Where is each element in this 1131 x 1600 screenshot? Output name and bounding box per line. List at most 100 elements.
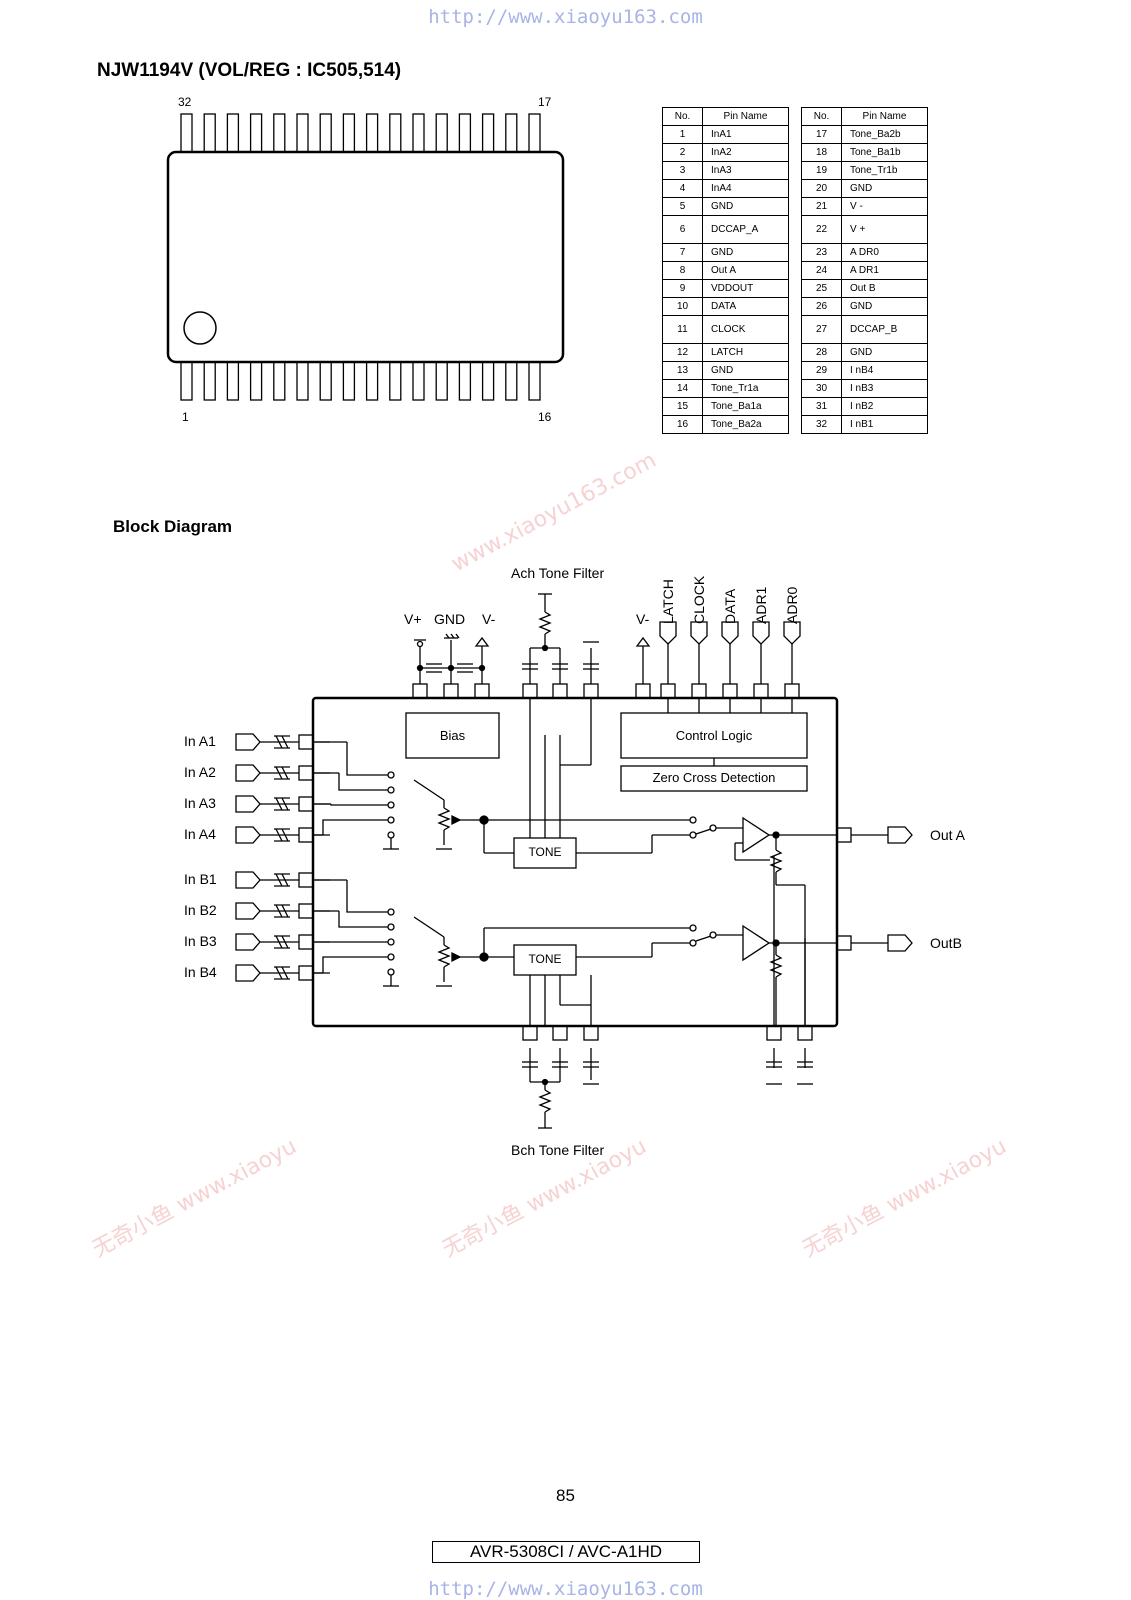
- control-logic-label: Control Logic: [675, 728, 753, 743]
- package-pin: [435, 113, 448, 153]
- bias-block: [405, 712, 500, 759]
- package-pin: [481, 361, 495, 401]
- input-pin-box: [298, 934, 314, 950]
- input-pin-box: [298, 872, 314, 888]
- input-channels: [235, 733, 452, 987]
- package-pin: [412, 113, 425, 153]
- out-a-label: Out A: [930, 827, 966, 843]
- input-label: In A3: [184, 795, 216, 811]
- ctrl-pin-arrow: [721, 621, 739, 645]
- ctrl-pin-label: ADR0: [784, 586, 800, 624]
- internal-wiring: [413, 698, 837, 1026]
- input-protection: [274, 797, 290, 811]
- package-pin: [180, 113, 193, 153]
- switch-contact: [387, 953, 395, 961]
- ctrl-pin-label: CLOCK: [691, 575, 707, 624]
- package-pin: [226, 361, 240, 401]
- top-pin-box: [583, 683, 599, 699]
- ctrl-pin-arrow: [659, 621, 677, 645]
- package-pin: [203, 113, 216, 153]
- header-url[interactable]: http://www.xiaoyu163.com: [428, 6, 703, 28]
- vplus-label: V+: [404, 611, 422, 627]
- vminus2-label: V-: [636, 611, 650, 627]
- package-pin: [458, 113, 472, 153]
- input-arrow: [235, 933, 261, 951]
- page-title: NJW1194V (VOL/REG : IC505,514): [97, 60, 402, 81]
- zero-cross-label: Zero Cross Detection: [652, 770, 776, 785]
- input-pin-box: [298, 765, 314, 781]
- vminus-label: V-: [482, 611, 496, 627]
- chip-body: [311, 696, 839, 1028]
- ic-package: [166, 113, 565, 401]
- package-pin: [389, 361, 402, 401]
- input-label: In A1: [184, 733, 216, 749]
- package-pin: [365, 361, 379, 401]
- package-pin: [273, 361, 286, 401]
- input-protection: [274, 873, 290, 887]
- input-pin-box: [298, 796, 314, 812]
- input-arrow: [235, 902, 261, 920]
- switch-wire: [322, 819, 388, 835]
- switch-contact: [387, 816, 395, 824]
- package-pin: [249, 113, 263, 153]
- ach-filter-label: Ach Tone Filter: [511, 565, 605, 581]
- top-pin-box: [635, 683, 651, 699]
- pin-label-top-right: 17: [538, 95, 552, 109]
- package-pin: [319, 113, 332, 153]
- pin-name: CLOCK: [702, 315, 789, 344]
- input-label: In A2: [184, 764, 216, 780]
- tone-b-label: TONE: [528, 952, 562, 966]
- pin-number: 27: [801, 315, 842, 344]
- switch-wire: [338, 911, 388, 928]
- ctrl-pin-arrow: [690, 621, 708, 645]
- package-pin: [365, 113, 379, 153]
- top-pin-box: [443, 683, 459, 699]
- top-pins: [412, 683, 800, 699]
- top-pin-box: [552, 683, 568, 699]
- input-label: In B2: [184, 902, 217, 918]
- package-pin: [203, 361, 216, 401]
- block-diagram-title: Block Diagram: [113, 517, 233, 536]
- package-pin: [481, 113, 495, 153]
- switch-wire: [338, 773, 388, 791]
- footer-url[interactable]: http://www.xiaoyu163.com: [428, 1578, 703, 1600]
- package-pin: [528, 113, 541, 153]
- package-pin: [505, 361, 518, 401]
- input-protection: [274, 935, 290, 949]
- switch-contact: [387, 968, 395, 976]
- switch-contact: [387, 801, 395, 809]
- input-pin-box: [298, 965, 314, 981]
- package-pin: [273, 113, 286, 153]
- ctrl-pin-label: ADR1: [753, 586, 769, 624]
- package-pin: [458, 361, 472, 401]
- bch-filter-network: [522, 1048, 813, 1129]
- input-arrow: [235, 795, 261, 813]
- top-pin-box: [522, 683, 538, 699]
- package-body: [166, 150, 565, 364]
- switch-contact: [387, 786, 395, 794]
- input-pin-box: [298, 903, 314, 919]
- switch-contact: [387, 938, 395, 946]
- input-protection: [274, 904, 290, 918]
- bottom-pin-box: [522, 1025, 538, 1041]
- pin-name: DCCAP_B: [841, 315, 928, 344]
- ctrl-pin-arrow: [783, 621, 801, 645]
- ach-filter-network: [522, 593, 599, 684]
- tone-a-label: TONE: [528, 845, 562, 859]
